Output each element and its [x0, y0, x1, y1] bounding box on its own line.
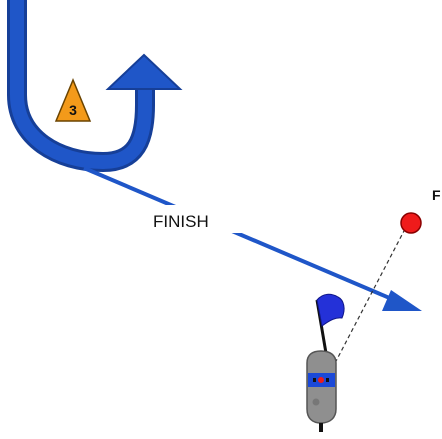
triangle-mark-icon [54, 78, 92, 122]
finish-label: FINISH [153, 212, 209, 231]
committee-boat-right-light [326, 378, 329, 382]
edge-label: F [432, 187, 441, 203]
finish-line-dashed [333, 228, 406, 366]
rounding-arrowhead-icon [105, 53, 183, 90]
mark-number-label: 3 [69, 102, 77, 118]
committee-boat-icon [306, 350, 337, 432]
rounding-arrow-inner-icon [10, 0, 152, 169]
committee-boat-porthole [312, 398, 320, 406]
blue-flag-icon [316, 293, 345, 327]
committee-boat-center-dot [318, 377, 324, 383]
finish-arrowhead-icon [382, 290, 422, 311]
finish-course-line [83, 166, 414, 310]
committee-boat-keel [319, 423, 323, 432]
committee-boat-left-light [313, 378, 316, 382]
pin-buoy-icon [400, 212, 422, 234]
finish-label-background [149, 205, 245, 233]
